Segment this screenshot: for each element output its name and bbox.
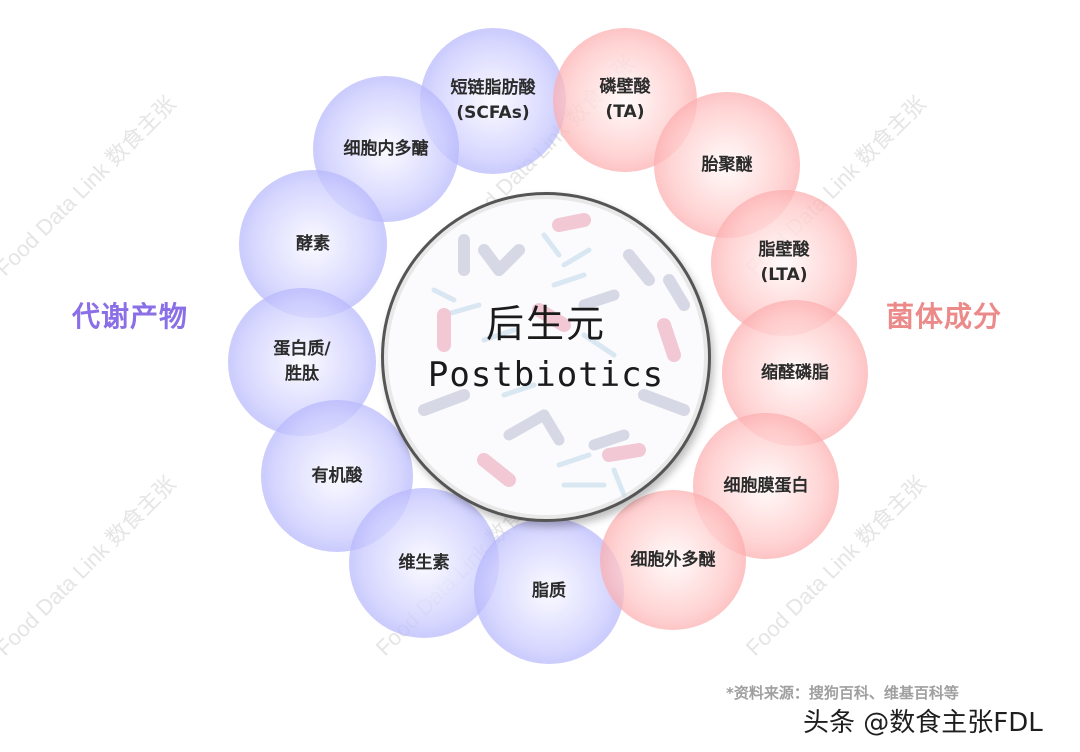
- postbiotics-center-circle: 后生元 Postbiotics: [381, 192, 711, 522]
- component-bubble-extracellular-polyether: 细胞外多醚: [600, 490, 746, 630]
- bubble-label: 短链脂肪酸 (SCFAs): [450, 78, 536, 123]
- bubble-label: 蛋白质/ 胜肽: [273, 339, 331, 384]
- bubble-label: 脂壁酸 (LTA): [758, 240, 810, 285]
- center-title-en: Postbiotics: [427, 355, 665, 395]
- bubble-label: 酵素: [296, 233, 330, 254]
- watermark: Food Data Link 数食主张: [0, 470, 181, 661]
- bubble-label: 胎聚醚: [701, 154, 753, 175]
- source-note: *资料来源：搜狗百科、维基百科等: [726, 684, 959, 702]
- bubble-label: 维生素: [398, 552, 450, 573]
- metabolite-bubble-intracellular-polysaccharide: 细胞内多醣: [313, 76, 459, 222]
- center-title-zh: 后生元: [485, 302, 606, 346]
- metabolites-category-label: 代谢产物: [72, 300, 189, 333]
- bubble-label: 有机酸: [311, 465, 363, 486]
- bubble-label: 脂质: [532, 580, 566, 601]
- watermark: Food Data Link 数食主张: [0, 90, 181, 281]
- metabolite-bubble-vitamin: 维生素: [349, 488, 499, 638]
- bubble-label: 磷壁酸 (TA): [599, 77, 651, 122]
- bubble-label: 细胞外多醚: [630, 549, 716, 570]
- bubble-label: 缩醛磷脂: [761, 362, 829, 383]
- bubble-label: 细胞膜蛋白: [723, 475, 809, 496]
- component-bubble-polyether: 胎聚醚: [654, 92, 800, 238]
- bacteria-background-icon: [418, 213, 690, 498]
- component-bubble-teichoic-acid: 磷壁酸 (TA): [553, 28, 697, 172]
- components-category-label: 菌体成分: [886, 300, 1003, 333]
- author-byline: 头条 @数食主张FDL: [803, 708, 1043, 738]
- bubble-label: 细胞内多醣: [343, 138, 429, 159]
- metabolite-bubble-lipid: 脂质: [474, 518, 624, 664]
